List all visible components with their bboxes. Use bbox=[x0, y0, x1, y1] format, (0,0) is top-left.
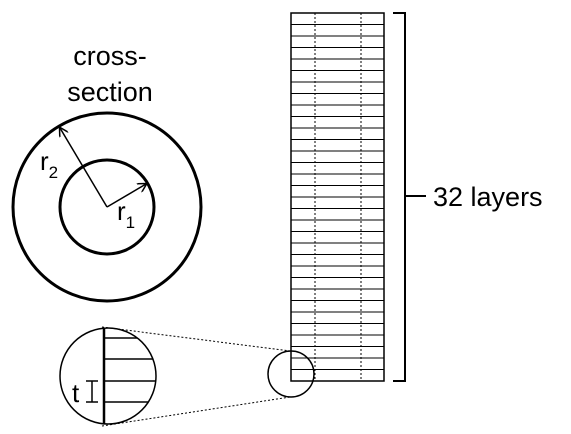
layers-label: 32 layers bbox=[433, 182, 543, 212]
r2-subscript: 2 bbox=[49, 163, 58, 182]
inner-circle bbox=[58, 158, 156, 256]
r1-label: r1 bbox=[117, 196, 135, 232]
zoom-source-circle bbox=[267, 350, 315, 398]
thickness-label: t bbox=[72, 378, 80, 408]
layers-bracket bbox=[393, 12, 406, 382]
r2-letter: r bbox=[40, 146, 49, 176]
magnified-detail: t bbox=[59, 327, 157, 425]
magnified-circle bbox=[59, 327, 157, 425]
layer-stack bbox=[290, 12, 385, 382]
r1-subscript: 1 bbox=[126, 213, 135, 232]
cross-section-label-line2: section bbox=[67, 77, 153, 107]
r1-letter: r bbox=[117, 196, 126, 226]
r2-arrow bbox=[60, 128, 108, 208]
zoom-connector-top bbox=[101, 326, 291, 352]
cross-section-label-line1: cross- bbox=[73, 41, 147, 71]
outer-circle bbox=[11, 111, 203, 303]
r2-label: r2 bbox=[40, 146, 58, 182]
r1-arrow bbox=[106, 184, 146, 208]
